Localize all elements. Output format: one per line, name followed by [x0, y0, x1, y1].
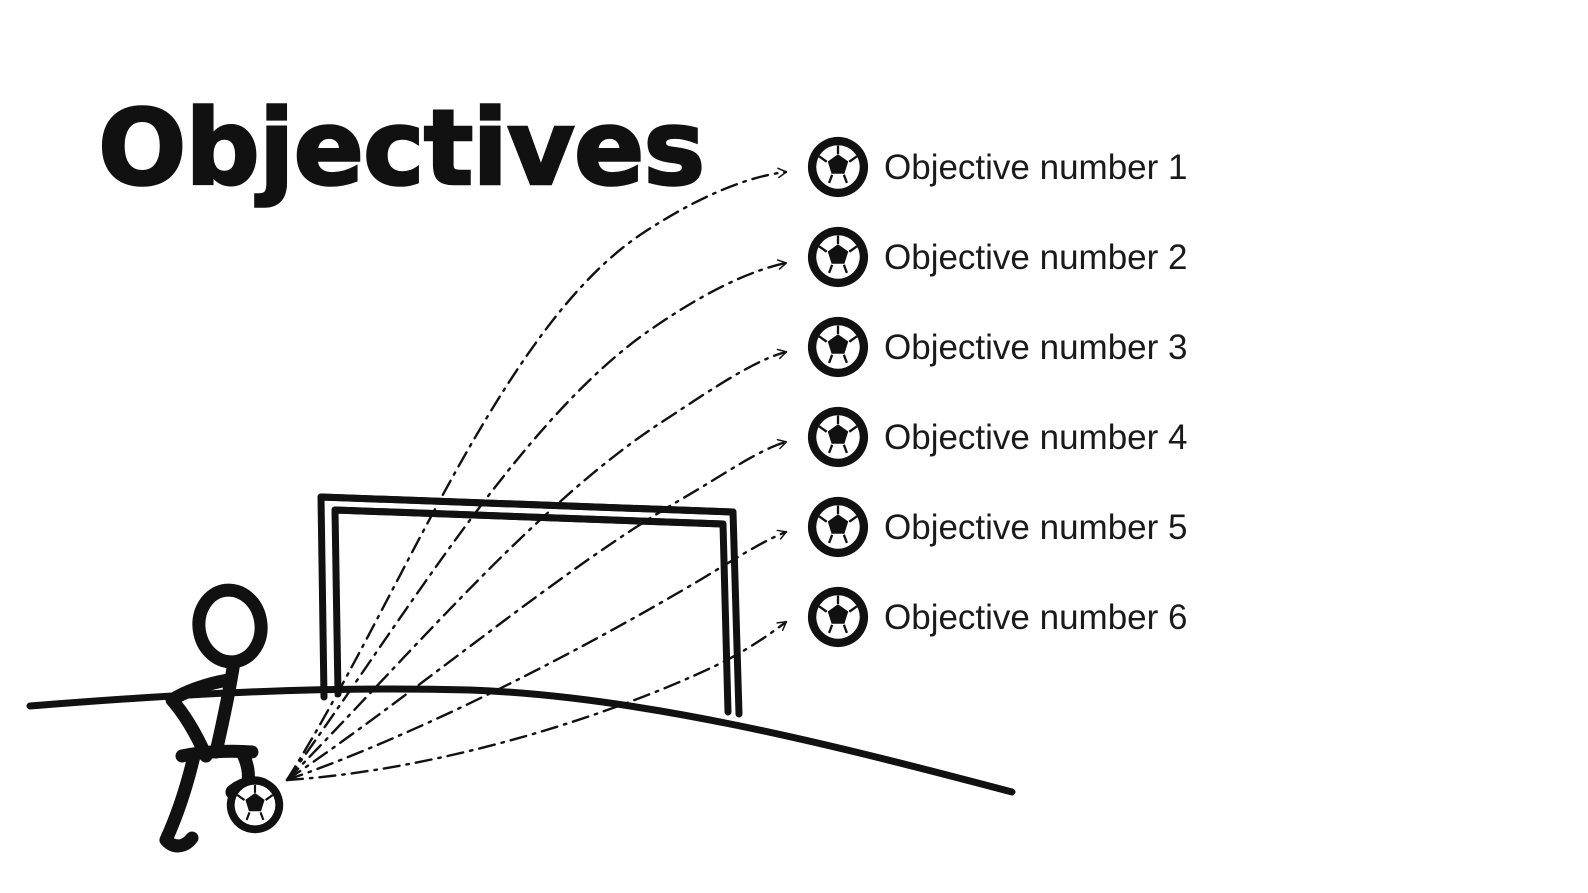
trajectory-5 [285, 529, 788, 782]
objective-label: Objective number 4 [884, 417, 1188, 457]
trajectory-1 [285, 167, 788, 782]
objective-item-4[interactable]: Objective number 4 [806, 405, 1187, 469]
page-title: Objectives [97, 87, 707, 209]
objective-item-3[interactable]: Objective number 3 [806, 315, 1187, 379]
objective-item-5[interactable]: Objective number 5 [806, 495, 1187, 559]
objective-item-6[interactable]: Objective number 6 [806, 585, 1187, 649]
player-leg-standing [159, 749, 201, 853]
objective-label: Objective number 2 [884, 237, 1188, 277]
objective-label: Objective number 6 [884, 597, 1188, 637]
objective-item-1[interactable]: Objective number 1 [806, 135, 1187, 199]
trajectory-2 [285, 259, 788, 782]
objective-label: Objective number 3 [884, 327, 1188, 367]
player-arm [165, 673, 235, 763]
objective-label: Objective number 5 [884, 507, 1188, 547]
trajectory-4 [285, 438, 788, 782]
soccer-ball-icon [807, 226, 869, 288]
soccer-ball-at-foot [226, 776, 284, 834]
soccer-ball-icon [807, 316, 869, 378]
soccer-ball-icon [807, 406, 869, 468]
trajectory-3 [285, 348, 788, 782]
soccer-ball-icon [807, 586, 869, 648]
soccer-ball-icon [807, 136, 869, 198]
objective-item-2[interactable]: Objective number 2 [806, 225, 1187, 289]
shot-trajectories [285, 167, 788, 782]
objective-label: Objective number 1 [884, 147, 1188, 187]
trajectory-6 [285, 620, 788, 782]
soccer-ball-icon [807, 496, 869, 558]
player-head [192, 583, 268, 669]
